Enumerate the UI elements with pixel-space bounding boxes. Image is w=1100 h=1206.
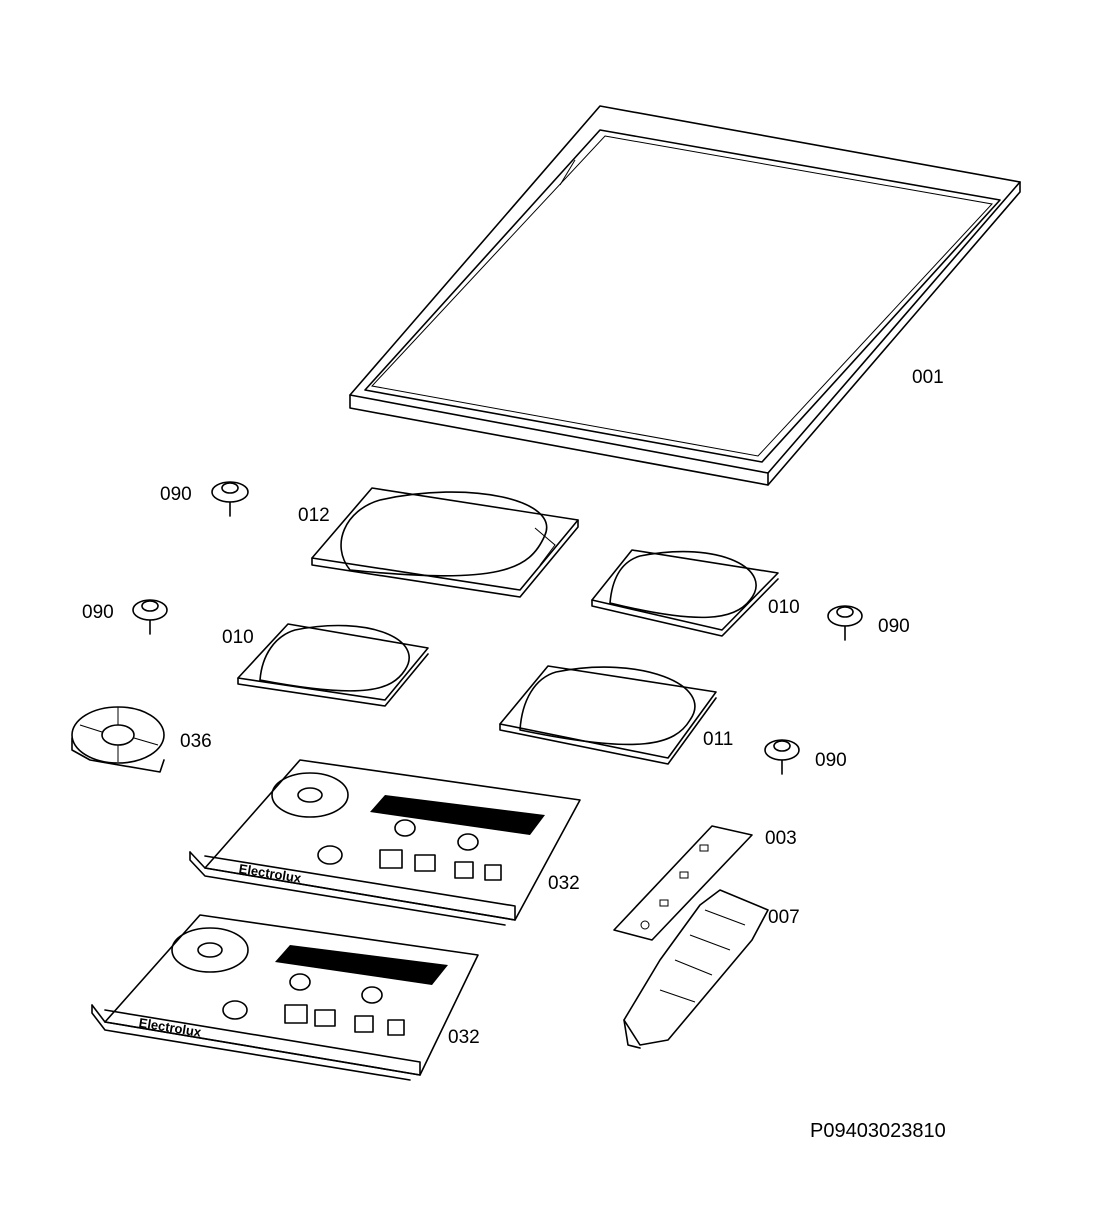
label-007: 007 <box>768 907 800 928</box>
part-003-control-board <box>613 825 753 941</box>
label-032-lower: 032 <box>448 1027 480 1048</box>
label-001: 001 <box>912 367 944 388</box>
part-010-coil-right <box>591 549 779 637</box>
label-003: 003 <box>765 828 797 849</box>
part-010-coil-left <box>237 623 429 707</box>
label-090-right: 090 <box>878 616 910 637</box>
label-012: 012 <box>298 505 330 526</box>
label-090-lower-right: 090 <box>815 750 847 771</box>
part-011-coil <box>499 665 717 765</box>
part-036-fan-housing <box>71 706 165 773</box>
part-090-foot-3 <box>827 605 863 641</box>
part-090-foot-2 <box>132 599 168 635</box>
part-032-power-board-lower <box>91 914 479 1081</box>
label-010-left: 010 <box>222 627 254 648</box>
part-001-glass-top <box>349 105 1021 486</box>
part-090-foot-4 <box>764 739 800 775</box>
part-032-power-board-upper <box>189 759 581 926</box>
label-010-right: 010 <box>768 597 800 618</box>
part-090-foot-1 <box>211 481 249 517</box>
part-007-control-bracket <box>623 889 769 1049</box>
label-090-left: 090 <box>82 602 114 623</box>
label-011: 011 <box>703 729 734 750</box>
label-032-upper: 032 <box>548 873 580 894</box>
label-036: 036 <box>180 731 212 752</box>
drawing-code: P09403023810 <box>810 1120 946 1142</box>
part-012-coil <box>311 487 579 598</box>
label-090-top-left: 090 <box>160 484 192 505</box>
